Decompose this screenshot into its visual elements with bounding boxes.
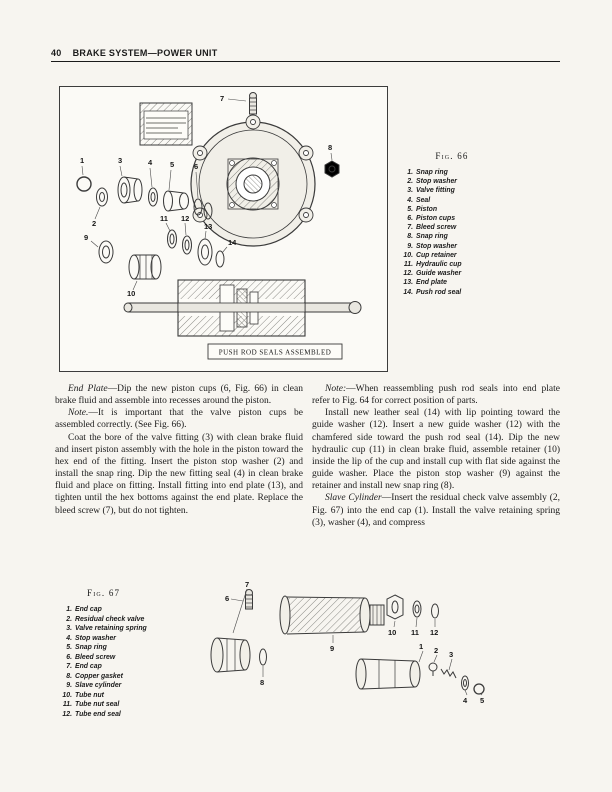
fig67-callout-8: 8 xyxy=(260,678,264,687)
fig66-callout-12: 12 xyxy=(181,214,189,223)
fig66-callout-14: 14 xyxy=(228,238,237,247)
fig66-legend: Fig. 66 1.Snap ring 2.Stop washer 3.Valv… xyxy=(398,151,550,297)
paragraph-end-plate: End Plate—Dip the new piston cups (6, Fi… xyxy=(55,384,303,407)
part-item: 6.Piston cups xyxy=(407,215,456,223)
fig67-callout-3: 3 xyxy=(449,650,453,659)
fig67-callout-5: 5 xyxy=(480,696,484,705)
fig66-callout-7: 7 xyxy=(220,94,224,103)
fig67-callout-1: 1 xyxy=(419,642,423,651)
paragraph-note-left: Note.—It is important that the valve pis… xyxy=(55,408,303,431)
part-item: 7.Bleed screw xyxy=(407,224,457,232)
part-item: 6.Bleed screw xyxy=(66,653,116,661)
part-item: 5.Snap ring xyxy=(66,644,107,652)
paragraph-install-seal: Install new leather seal (14) with lip p… xyxy=(312,408,560,492)
page-number: 40 xyxy=(51,48,62,58)
part-item: 9.Slave cylinder xyxy=(66,682,122,690)
fig67-callout-7: 7 xyxy=(245,580,249,589)
part-item: 3.Valve fitting xyxy=(407,187,455,195)
fig67-drawing: 1 2 3 4 5 6 7 8 9 10 11 12 xyxy=(210,580,485,705)
part-item: 11.Hydraulic cup xyxy=(403,261,462,269)
fig66-callout-6: 6 xyxy=(194,162,198,171)
fig66-callout-11: 11 xyxy=(160,214,168,223)
header-rule xyxy=(51,61,560,62)
part-item: 1.Snap ring xyxy=(407,169,448,176)
slave-cylinder-body xyxy=(279,595,385,635)
part-item: 4.Seal xyxy=(407,196,431,204)
fig66-callout-2: 2 xyxy=(92,219,96,228)
fig67-callout-6: 6 xyxy=(225,594,229,603)
part-item: 12.Guide washer xyxy=(403,270,462,278)
part-item: 8.Snap ring xyxy=(407,233,448,241)
page-header: 40 BRAKE SYSTEM—POWER UNIT xyxy=(51,48,218,58)
part-item: 1.End cap xyxy=(66,606,102,613)
part-item: 12.Tube end seal xyxy=(62,711,121,719)
paragraph-note-right: Note:—When reassembling push rod seals i… xyxy=(312,384,560,407)
snap-ring-nut xyxy=(324,160,340,178)
bleed-screw-icon xyxy=(245,589,253,610)
fig66-caption: PUSH ROD SEALS ASSEMBLED xyxy=(207,343,343,360)
body-column-right: Note:—When reassembling push rod seals i… xyxy=(312,383,560,529)
fig66-callout-8: 8 xyxy=(328,143,332,152)
part-item: 11.Tube nut seal xyxy=(62,701,120,709)
fig66-callout-10: 10 xyxy=(127,289,135,298)
fig66-callouts: 1 2 3 4 5 6 7 8 9 10 11 12 13 14 xyxy=(80,94,332,298)
parts-bag xyxy=(139,102,193,146)
fig66-callout-9: 9 xyxy=(84,233,88,242)
part-item: 7.End cap xyxy=(66,663,102,671)
paragraph-slave-cylinder: Slave Cylinder—Insert the residual check… xyxy=(312,493,560,528)
part-item: 10.Cup retainer xyxy=(403,251,457,259)
fig67-callout-2: 2 xyxy=(434,646,438,655)
push-rod-seal-parts xyxy=(98,229,225,280)
fig66-leader-lines xyxy=(81,98,333,291)
booster-housing xyxy=(190,114,316,247)
fig66-callout-3: 3 xyxy=(118,156,122,165)
fig67-callout-11: 11 xyxy=(411,628,419,637)
fig67-leader-lines xyxy=(230,588,483,696)
part-item: 5.Piston xyxy=(407,205,438,213)
svg-text:PUSH ROD SEALS ASSEMBLED: PUSH ROD SEALS ASSEMBLED xyxy=(219,349,332,357)
page-title: BRAKE SYSTEM—POWER UNIT xyxy=(72,48,218,58)
body-column-left: End Plate—Dip the new piston cups (6, Fi… xyxy=(55,383,303,517)
part-item: 8.Copper gasket xyxy=(66,672,123,680)
part-item: 14.Push rod seal xyxy=(403,288,462,296)
fig66-parts-list: 1.Snap ring 2.Stop washer 3.Valve fittin… xyxy=(398,168,550,297)
part-item: 10.Tube nut xyxy=(62,691,104,699)
part-item: 13.End plate xyxy=(403,279,448,287)
fig67-parts-list: 1.End cap 2.Residual check valve 3.Valve… xyxy=(57,605,197,720)
fig67-callout-12: 12 xyxy=(430,628,438,637)
valve-fitting-parts xyxy=(76,176,213,220)
part-item: 3.Valve retaining spring xyxy=(66,625,147,633)
fig67-callout-10: 10 xyxy=(388,628,396,637)
end-cap-with-bleed-hole xyxy=(210,637,267,673)
fig66-callout-1: 1 xyxy=(80,156,84,165)
fig67-callout-9: 9 xyxy=(330,644,334,653)
end-cap-assembly xyxy=(355,658,485,695)
fig67-callout-4: 4 xyxy=(463,696,468,705)
paragraph-coat-bore: Coat the bore of the valve fitting (3) w… xyxy=(55,432,303,516)
fig66-callout-13: 13 xyxy=(204,222,212,231)
bleed-screw-icon xyxy=(249,92,257,115)
fig66-drawing: PUSH ROD SEALS ASSEMBLED 1 2 3 4 5 xyxy=(76,92,362,360)
part-item: 2.Stop washer xyxy=(407,178,457,186)
fig66-label: Fig. 66 xyxy=(435,151,469,161)
fig67-illustration: 1 2 3 4 5 6 7 8 9 10 11 12 xyxy=(183,577,565,713)
part-item: 4.Stop washer xyxy=(66,634,116,642)
fig67-callouts: 1 2 3 4 5 6 7 8 9 10 11 12 xyxy=(225,580,484,705)
fig67-legend: Fig. 67 1.End cap 2.Residual check valve… xyxy=(57,588,197,720)
fig67-label: Fig. 67 xyxy=(87,588,121,598)
push-rod-assembly xyxy=(123,279,362,337)
tube-nut-and-seals xyxy=(386,594,439,620)
part-item: 9.Stop washer xyxy=(407,242,457,250)
fig66-callout-4: 4 xyxy=(148,158,153,167)
fig66-illustration: PUSH ROD SEALS ASSEMBLED 1 2 3 4 5 xyxy=(59,86,388,372)
fig66-callout-5: 5 xyxy=(170,160,174,169)
part-item: 2.Residual check valve xyxy=(66,615,145,623)
